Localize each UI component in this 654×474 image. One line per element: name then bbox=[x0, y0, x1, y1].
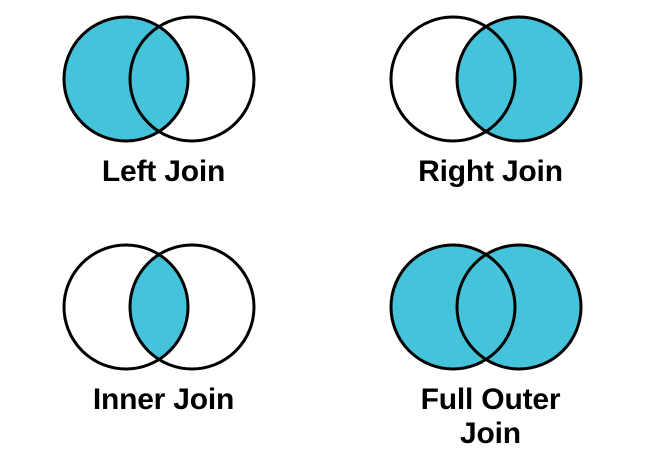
venn-svg-left-join bbox=[62, 15, 255, 143]
join-label-full-outer-join: Full Outer Join bbox=[420, 383, 561, 450]
join-panel-inner-join: Inner Join bbox=[0, 222, 327, 474]
intersection-region bbox=[129, 245, 188, 369]
join-label-right-join: Right Join bbox=[418, 155, 563, 188]
venn-diagram-left-join bbox=[59, 12, 269, 147]
right-set-outline bbox=[128, 15, 255, 143]
venn-diagram-full-outer-join bbox=[386, 240, 596, 375]
venn-diagram-inner-join bbox=[59, 240, 269, 375]
venn-svg-inner-join bbox=[62, 243, 255, 371]
venn-svg-right-join bbox=[389, 15, 582, 143]
left-set-outline bbox=[389, 243, 516, 371]
right-set-outline bbox=[455, 15, 582, 143]
intersection-region bbox=[456, 17, 515, 141]
join-panel-full-outer-join: Full Outer Join bbox=[327, 222, 654, 474]
join-label-left-join: Left Join bbox=[101, 155, 226, 188]
join-panel-left-join: Left Join bbox=[0, 0, 327, 222]
left-set-outline bbox=[62, 15, 189, 143]
join-panel-right-join: Right Join bbox=[327, 0, 654, 222]
right-set-circle bbox=[456, 245, 581, 369]
right-set-outline bbox=[455, 243, 582, 371]
venn-svg-full-outer-join bbox=[389, 243, 582, 371]
intersection-region bbox=[129, 17, 188, 141]
right-set-outline bbox=[128, 243, 255, 371]
left-set-outline bbox=[389, 15, 516, 143]
venn-diagram-right-join bbox=[386, 12, 596, 147]
join-label-inner-join: Inner Join bbox=[92, 383, 235, 416]
left-set-outline bbox=[62, 243, 189, 371]
